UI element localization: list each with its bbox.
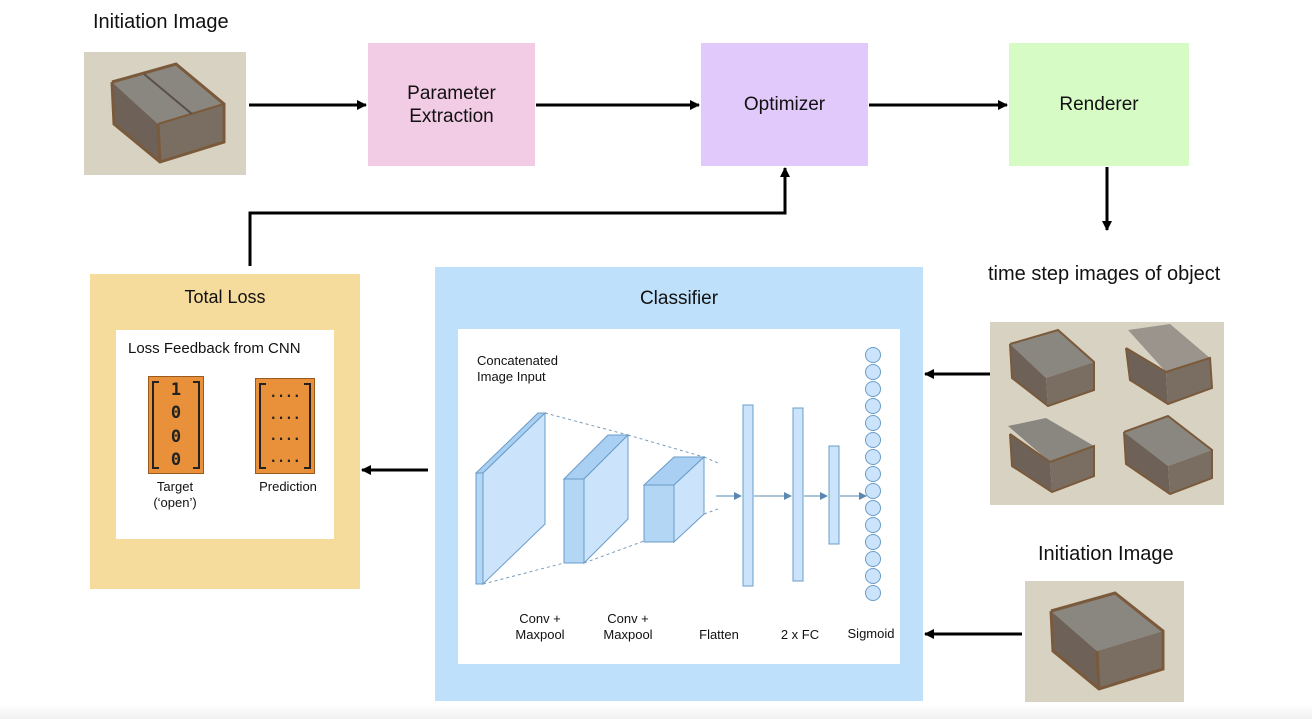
target-value: 0 (170, 426, 182, 447)
conv1-caption-line2: Maxpool (515, 627, 565, 642)
conv2-caption-line2: Maxpool (603, 627, 653, 642)
initiation-image-label-top: Initiation Image (93, 11, 229, 33)
fc-layer-1 (792, 407, 804, 582)
prediction-caption: Prediction (259, 479, 317, 494)
target-matrix: 1 0 0 0 (148, 376, 204, 474)
input-label-line1: Concatenated (477, 353, 558, 368)
time-step-image-2 (1125, 324, 1214, 406)
target-caption-line1: Target (156, 479, 194, 494)
flatten-caption: Flatten (699, 627, 739, 642)
fc-layer-2 (828, 445, 840, 545)
loss-feedback-title: Loss Feedback from CNN (128, 340, 301, 357)
fc-caption: 2 x FC (780, 627, 820, 642)
prediction-value: .... (269, 407, 301, 423)
chest-image-initial-right (1025, 581, 1184, 702)
initiation-image-label-right: Initiation Image (1038, 543, 1174, 565)
time-step-images (990, 322, 1224, 505)
chest-image-initial (84, 52, 246, 175)
concatenated-input-label: Concatenated Image Input (477, 353, 558, 385)
time-step-image-3 (1008, 418, 1095, 494)
conv-block-2 (562, 433, 630, 565)
prediction-value: .... (269, 429, 301, 445)
target-value: 1 (170, 380, 182, 401)
target-caption-line2: (‘open’) (153, 495, 197, 510)
sigmoid-neurons (865, 347, 881, 601)
conv1-caption-line1: Conv + (519, 611, 561, 626)
time-step-label: time step images of object (988, 263, 1221, 285)
target-value: 0 (170, 449, 182, 470)
optimizer-box: Optimizer (701, 43, 868, 166)
arrow-loss-to-optimizer (248, 167, 790, 266)
input-label-line2: Image Input (477, 369, 546, 384)
time-step-image-4 (1123, 414, 1213, 496)
time-step-image-1 (1009, 328, 1095, 408)
classifier-title: Classifier (639, 288, 719, 309)
prediction-value: .... (269, 451, 301, 467)
bottom-edge (0, 705, 1312, 719)
target-caption: Target (‘open’) (140, 479, 210, 511)
prediction-matrix: .... .... .... .... (255, 378, 315, 474)
conv2-caption: Conv + Maxpool (593, 611, 663, 643)
total-loss-title: Total Loss (184, 287, 266, 307)
parameter-extraction-box: Parameter Extraction (368, 43, 535, 166)
target-value: 0 (170, 403, 182, 424)
renderer-box: Renderer (1009, 43, 1189, 166)
conv-block-3 (642, 455, 706, 544)
conv1-caption: Conv + Maxpool (505, 611, 575, 643)
conv-block-1 (474, 411, 547, 586)
cnn-architecture (474, 347, 881, 601)
flatten-layer (742, 404, 754, 587)
conv2-caption-line1: Conv + (607, 611, 649, 626)
sigmoid-caption: Sigmoid (847, 626, 895, 641)
prediction-value: .... (269, 385, 301, 401)
